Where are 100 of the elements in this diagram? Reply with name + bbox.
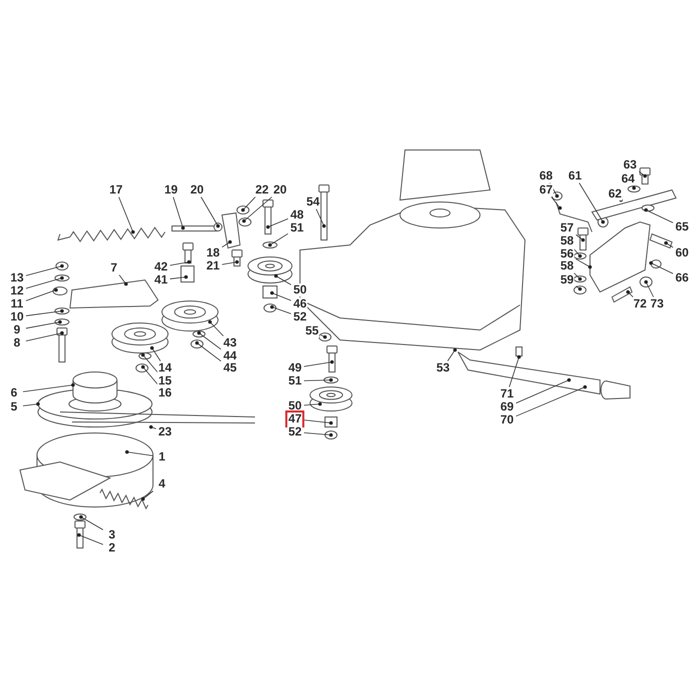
leader-line <box>576 258 592 269</box>
bolt <box>640 168 650 184</box>
leader-line <box>316 208 326 228</box>
callout-number: 1 <box>158 450 166 464</box>
electric-clutch <box>19 432 154 508</box>
leader-line <box>26 320 62 329</box>
callout-number: 18 <box>205 246 221 260</box>
callout-number: 17 <box>108 184 124 196</box>
leader-line <box>626 290 634 298</box>
leader-line <box>304 420 333 425</box>
callout-number: 41 <box>153 274 169 286</box>
leader-line <box>304 378 333 382</box>
callout-number: 15 <box>157 374 173 388</box>
callout-number: 48 <box>289 208 305 222</box>
bracket <box>590 221 651 293</box>
callout-number: 59 <box>559 274 575 286</box>
leader-line <box>578 182 605 224</box>
bolt <box>74 520 86 548</box>
leader-line <box>141 353 160 374</box>
leader-line <box>172 196 185 230</box>
leader-line <box>268 233 288 247</box>
callout-number: 21 <box>205 260 221 272</box>
leader-line <box>576 234 585 242</box>
bolt <box>578 228 588 250</box>
leader-line <box>241 196 256 212</box>
callout-number: 66 <box>674 272 690 284</box>
leader-line <box>222 260 239 265</box>
leader-line <box>77 533 104 545</box>
callout-number: 23 <box>157 426 173 438</box>
callout-number: 7 <box>110 262 118 274</box>
leader-line <box>141 365 160 386</box>
callout-number: 64 <box>620 172 636 186</box>
bolt <box>326 346 338 372</box>
drive-belt <box>60 412 256 424</box>
tension-spring <box>100 488 148 510</box>
hub <box>72 372 118 404</box>
bolt <box>318 184 330 240</box>
callout-number: 11 <box>10 298 24 310</box>
pulley <box>162 300 218 332</box>
callout-number: 68 <box>538 170 554 182</box>
leader-line <box>644 208 674 224</box>
leader-line <box>516 378 571 404</box>
callout-number: 43 <box>222 336 238 350</box>
callout-number: 70 <box>499 414 515 426</box>
bolt <box>182 242 194 264</box>
callout-number: 65 <box>674 220 690 234</box>
callout-number: 5 <box>10 400 18 414</box>
leader-line <box>638 171 647 178</box>
callout-number: 12 <box>9 284 25 298</box>
leader-line <box>572 248 582 258</box>
leader-line <box>26 276 64 289</box>
leader-line <box>619 198 623 202</box>
callout-number: 19 <box>163 184 179 196</box>
leader-line <box>304 360 334 367</box>
leader-line <box>242 196 272 223</box>
callout-number: 8 <box>12 336 22 350</box>
leader-line <box>118 196 135 234</box>
callout-number: 57 <box>559 222 575 234</box>
callout-number: 51 <box>289 222 305 234</box>
pulley <box>248 256 292 284</box>
leader-line <box>274 274 292 286</box>
callout-number: 58 <box>559 234 575 248</box>
leader-line <box>304 432 333 437</box>
leader-line <box>149 425 156 430</box>
bolt <box>232 250 242 266</box>
callout-number: 50 <box>292 284 308 296</box>
leader-line <box>26 331 64 342</box>
leader-line <box>266 218 288 229</box>
spacer <box>262 286 278 298</box>
pulley <box>310 386 352 412</box>
leader-line <box>632 186 636 190</box>
callout-number: 10 <box>9 310 25 324</box>
callout-number: 49 <box>287 362 303 374</box>
callout-number: 69 <box>499 400 515 414</box>
leader-line <box>576 286 582 291</box>
bolt <box>262 200 274 234</box>
leader-line <box>649 261 674 274</box>
tension-spring <box>57 226 166 242</box>
leader-line <box>208 320 224 336</box>
callout-number: 47 <box>285 410 305 428</box>
callout-number: 3 <box>108 528 116 542</box>
callout-number: 6 <box>10 386 18 400</box>
callout-number: 56 <box>559 248 575 260</box>
callout-number: 13 <box>9 272 25 284</box>
bolt <box>611 286 633 303</box>
leader-line <box>170 260 191 266</box>
leader-line <box>508 355 521 388</box>
callout-number: 71 <box>499 388 515 400</box>
leader-line <box>22 402 40 406</box>
bolt <box>56 328 68 362</box>
callout-number: 44 <box>222 350 238 362</box>
leader-line <box>644 280 654 298</box>
callout-number: 46 <box>292 298 308 310</box>
leader-line <box>447 348 457 362</box>
callout-number: 42 <box>153 260 169 274</box>
pulley <box>112 322 168 354</box>
callout-number: 14 <box>157 362 173 374</box>
linkage-rod <box>556 202 592 232</box>
callout-number: 67 <box>538 184 554 196</box>
callout-number: 20 <box>272 184 288 196</box>
